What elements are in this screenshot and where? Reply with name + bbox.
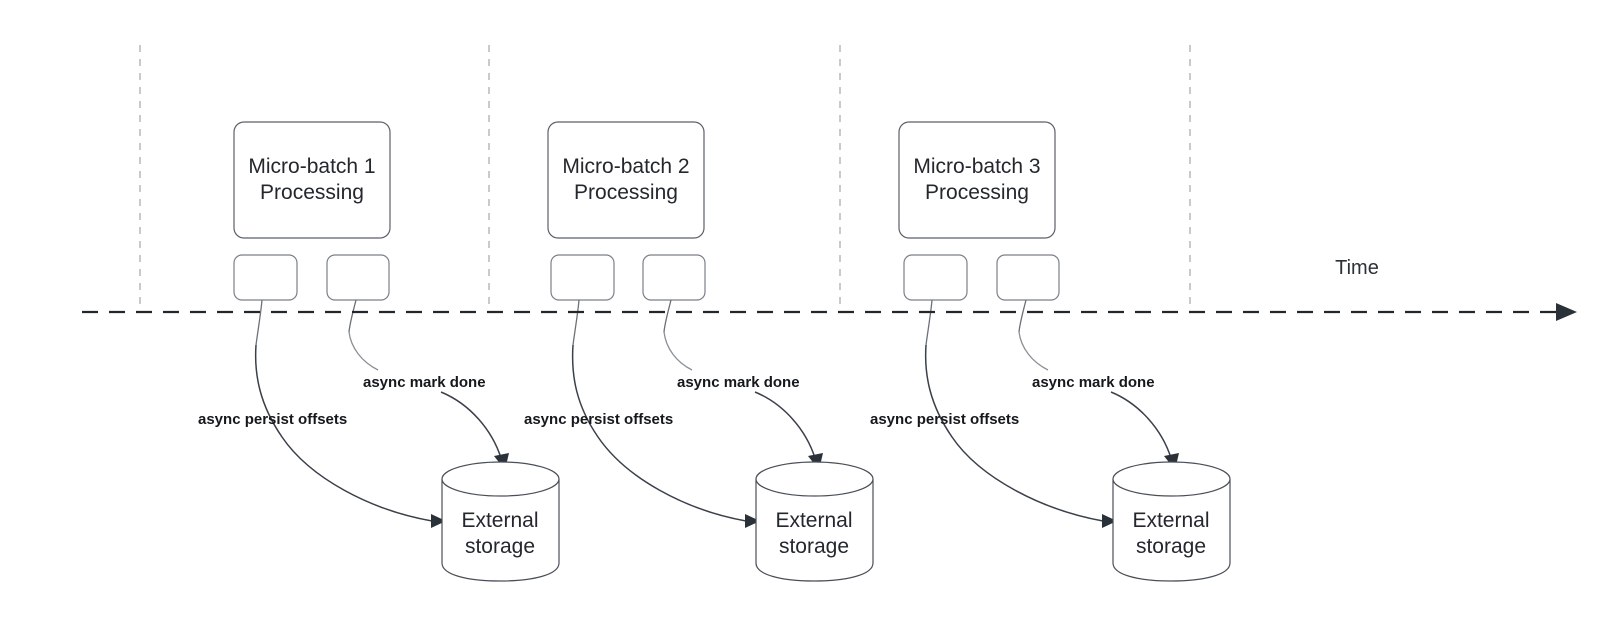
micro-batch-3-label-line2: Processing — [925, 181, 1029, 204]
time-axis-label: Time — [1335, 257, 1379, 279]
mark-flow-3a — [1018, 331, 1049, 371]
persist-arrow-1 — [431, 514, 446, 528]
external-storage-1-top — [441, 461, 560, 497]
task-box-1-right[interactable] — [326, 254, 390, 301]
external-storage-3-label-line1: External — [1132, 509, 1209, 532]
task-box-3-right[interactable] — [996, 254, 1060, 301]
mark-flow-2a — [663, 331, 693, 371]
persist-flow-3 — [924, 344, 1104, 522]
persist-stub-3 — [925, 299, 933, 346]
external-storage-3-label-line2: storage — [1136, 535, 1206, 558]
mark-flow-1b — [440, 391, 502, 459]
persist-label-1: async persist offsets — [198, 411, 347, 428]
external-storage-1-body[interactable] — [441, 479, 560, 582]
divider-group — [139, 45, 1191, 310]
persist-stub-2 — [572, 299, 580, 346]
persist-arrow-2 — [745, 514, 760, 528]
persist-arrow-3 — [1102, 514, 1117, 528]
persist-label-2: async persist offsets — [524, 411, 673, 428]
micro-batch-2-box[interactable] — [547, 121, 705, 239]
micro-batch-3-label-line1: Micro-batch 3 — [913, 155, 1040, 178]
persist-flow-1 — [254, 344, 433, 522]
external-storage-3-top — [1112, 461, 1231, 497]
external-storage-2-body[interactable] — [755, 479, 874, 582]
mark-label-3: async mark done — [1032, 374, 1155, 391]
external-storage-2-label-line1: External — [775, 509, 852, 532]
external-storage-3-body[interactable] — [1112, 479, 1231, 582]
micro-batch-1-label-line1: Micro-batch 1 — [248, 155, 375, 178]
persist-stub-1 — [255, 299, 263, 346]
task-box-1-left[interactable] — [233, 254, 298, 301]
persist-label-3: async persist offsets — [870, 411, 1019, 428]
mark-label-1: async mark done — [363, 374, 486, 391]
task-box-2-left[interactable] — [550, 254, 615, 301]
time-axis-arrow-icon — [1556, 303, 1577, 321]
mark-stub-3 — [1018, 299, 1027, 333]
group-1: Micro-batch 1 Processing async persist o… — [198, 121, 560, 582]
external-storage-1-label-line1: External — [461, 509, 538, 532]
mark-flow-2b — [754, 391, 816, 459]
external-storage-1-label-line2: storage — [465, 535, 535, 558]
micro-batch-1-box[interactable] — [233, 121, 391, 239]
micro-batch-2-label-line2: Processing — [574, 181, 678, 204]
micro-batch-1-label-line2: Processing — [260, 181, 364, 204]
mark-flow-3b — [1110, 391, 1172, 459]
group-3: Micro-batch 3 Processing async persist o… — [870, 121, 1231, 582]
mark-flow-1a — [348, 331, 379, 371]
mark-stub-1 — [348, 299, 357, 333]
persist-flow-2 — [571, 344, 747, 522]
task-box-3-left[interactable] — [903, 254, 968, 301]
micro-batch-3-box[interactable] — [898, 121, 1056, 239]
micro-batch-2-label-line1: Micro-batch 2 — [562, 155, 689, 178]
task-box-2-right[interactable] — [642, 254, 706, 301]
mark-label-2: async mark done — [677, 374, 800, 391]
mark-stub-2 — [663, 299, 672, 333]
external-storage-2-top — [755, 461, 874, 497]
time-axis: Time — [82, 257, 1577, 321]
external-storage-2-label-line2: storage — [779, 535, 849, 558]
group-2: Micro-batch 2 Processing async persist o… — [524, 121, 874, 582]
